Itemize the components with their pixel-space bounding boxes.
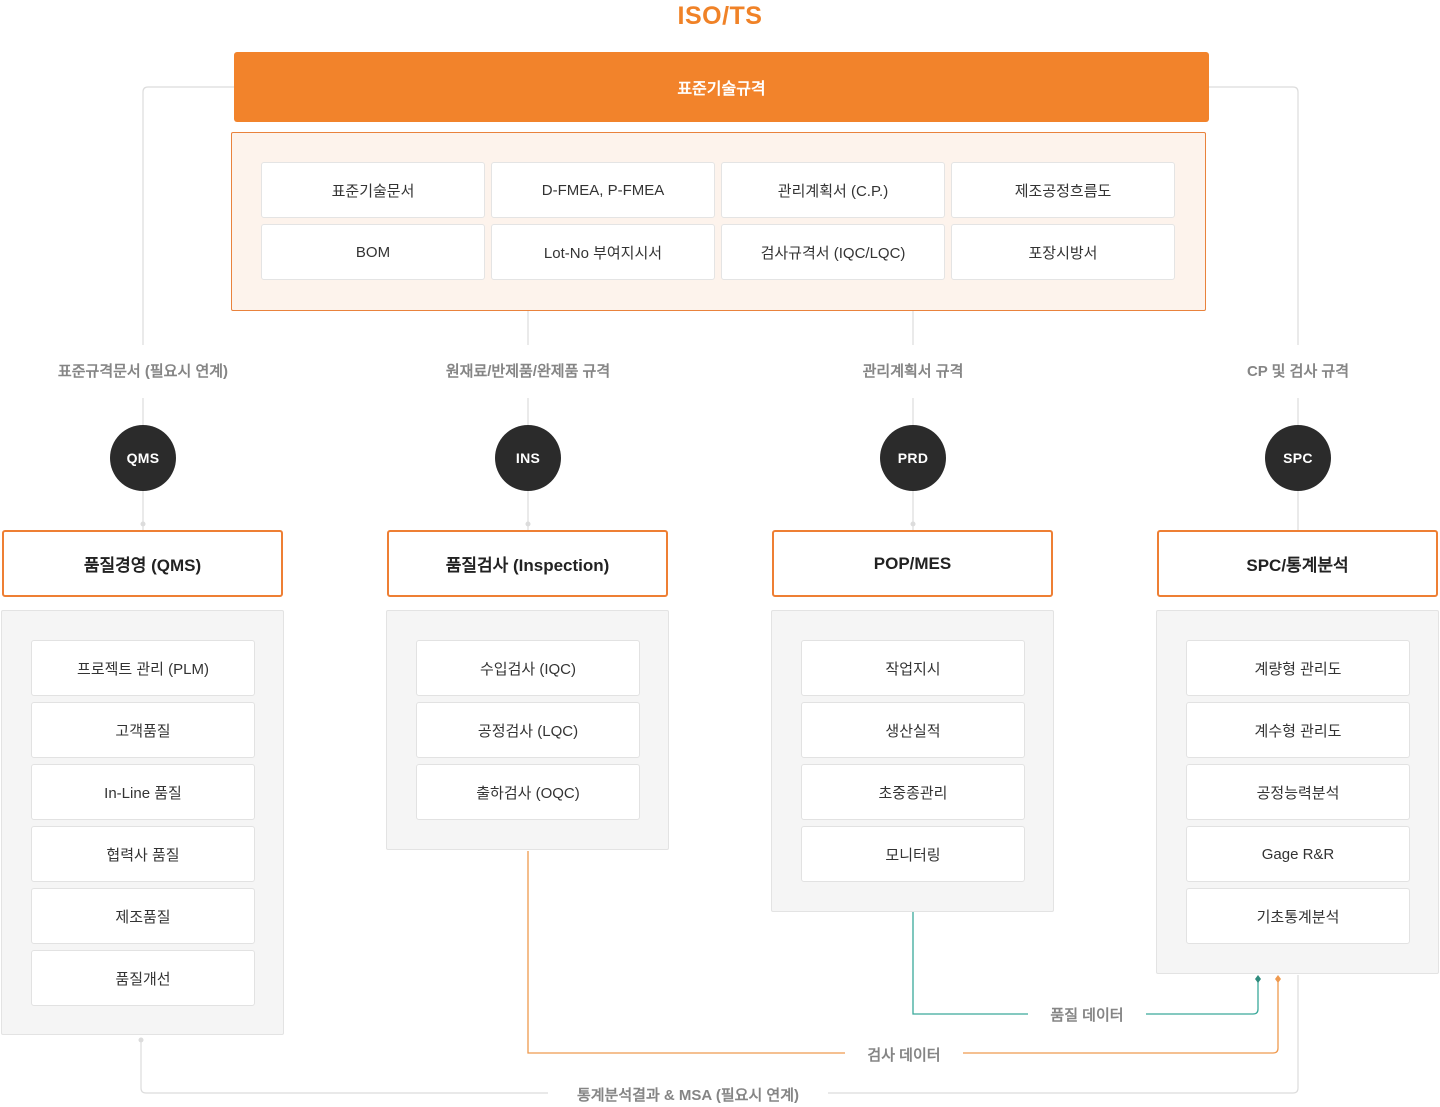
standard-doc-item: 검사규격서 (IQC/LQC) bbox=[721, 224, 945, 280]
flow-label-qms: 표준규격문서 (필요시 연계) bbox=[0, 360, 293, 381]
module-item: 계수형 관리도 bbox=[1186, 702, 1410, 758]
standard-doc-item: 제조공정흐름도 bbox=[951, 162, 1175, 218]
module-item: 수입검사 (IQC) bbox=[416, 640, 640, 696]
module-item: 출하검사 (OQC) bbox=[416, 764, 640, 820]
standard-doc-item: 포장시방서 bbox=[951, 224, 1175, 280]
standard-doc-item: D-FMEA, P-FMEA bbox=[491, 162, 715, 218]
module-item: 공정검사 (LQC) bbox=[416, 702, 640, 758]
connector-dot bbox=[910, 521, 916, 527]
module-item: 협력사 품질 bbox=[31, 826, 255, 882]
inspection-arrow-icon bbox=[1275, 975, 1281, 983]
standard-docs-panel: 표준기술문서 D-FMEA, P-FMEA 관리계획서 (C.P.) 제조공정흐… bbox=[231, 132, 1206, 311]
module-item: 생산실적 bbox=[801, 702, 1025, 758]
flow-label-ins: 원재료/반제품/완제품 규격 bbox=[378, 360, 678, 381]
flow-label-prd: 관리계획서 규격 bbox=[763, 360, 1063, 381]
module-item: 프로젝트 관리 (PLM) bbox=[31, 640, 255, 696]
module-item: 모니터링 bbox=[801, 826, 1025, 882]
quality-arrow-icon bbox=[1255, 975, 1261, 983]
module-item: 기초통계분석 bbox=[1186, 888, 1410, 944]
module-panel-spc: 계량형 관리도 계수형 관리도 공정능력분석 Gage R&R 기초통계분석 bbox=[1156, 610, 1439, 974]
module-header-qms: 품질경영 (QMS) bbox=[2, 530, 283, 597]
stats-result-label: 통계분석결과 & MSA (필요시 연계) bbox=[548, 1084, 828, 1105]
connector-dot bbox=[525, 521, 531, 527]
module-item: 고객품질 bbox=[31, 702, 255, 758]
module-item: 제조품질 bbox=[31, 888, 255, 944]
standard-header-label: 표준기술규격 bbox=[677, 81, 766, 98]
inspection-data-line bbox=[527, 851, 1279, 1054]
module-item: 작업지시 bbox=[801, 640, 1025, 696]
module-header-prd: POP/MES bbox=[772, 530, 1053, 597]
module-panel-qms: 프로젝트 관리 (PLM) 고객품질 In-Line 품질 협력사 품질 제조품… bbox=[1, 610, 284, 1035]
module-header-spc: SPC/통계분석 bbox=[1157, 530, 1438, 597]
inspection-data-label: 검사 데이터 bbox=[845, 1044, 963, 1065]
connector-spc-outer bbox=[1209, 86, 1299, 345]
module-item: 공정능력분석 bbox=[1186, 764, 1410, 820]
quality-data-label: 품질 데이터 bbox=[1028, 1004, 1146, 1025]
quality-data-line bbox=[912, 912, 1259, 1015]
connector-dot bbox=[138, 1037, 144, 1043]
standard-doc-item: 관리계획서 (C.P.) bbox=[721, 162, 945, 218]
stats-result-line bbox=[140, 975, 1299, 1094]
connector-dot bbox=[140, 521, 146, 527]
standard-doc-item: Lot-No 부여지시서 bbox=[491, 224, 715, 280]
standard-doc-item: 표준기술문서 bbox=[261, 162, 485, 218]
connector-qms-outer bbox=[142, 86, 234, 345]
spc-circle: SPC bbox=[1265, 425, 1331, 491]
module-panel-ins: 수입검사 (IQC) 공정검사 (LQC) 출하검사 (OQC) bbox=[386, 610, 669, 850]
module-panel-prd: 작업지시 생산실적 초중종관리 모니터링 bbox=[771, 610, 1054, 912]
module-item: 품질개선 bbox=[31, 950, 255, 1006]
module-item: Gage R&R bbox=[1186, 826, 1410, 882]
standard-header: 표준기술규격 bbox=[234, 52, 1209, 122]
standard-doc-item: BOM bbox=[261, 224, 485, 280]
ins-circle: INS bbox=[495, 425, 561, 491]
module-item: 계량형 관리도 bbox=[1186, 640, 1410, 696]
flow-label-spc: CP 및 검사 규격 bbox=[1148, 360, 1440, 381]
prd-circle: PRD bbox=[880, 425, 946, 491]
page-title: ISO/TS bbox=[677, 2, 763, 30]
module-item: 초중종관리 bbox=[801, 764, 1025, 820]
module-header-ins: 품질검사 (Inspection) bbox=[387, 530, 668, 597]
qms-circle: QMS bbox=[110, 425, 176, 491]
module-item: In-Line 품질 bbox=[31, 764, 255, 820]
